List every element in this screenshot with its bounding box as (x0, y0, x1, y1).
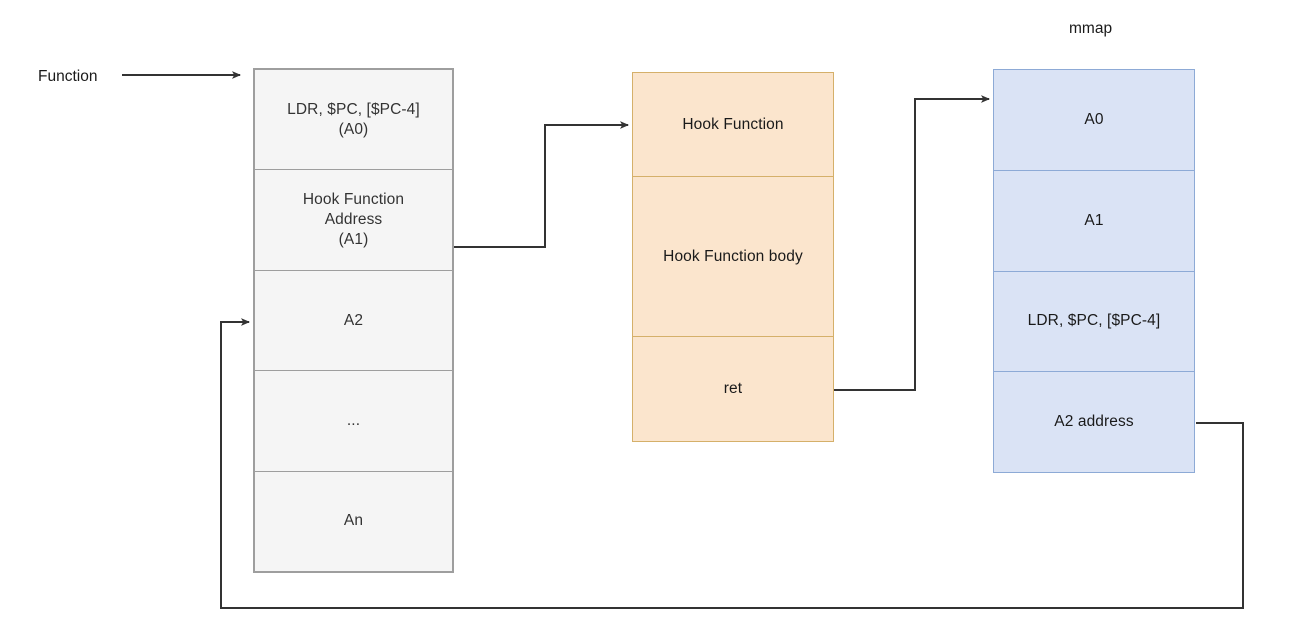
mmap-cell-ldr: LDR, $PC, [$PC-4] (994, 272, 1194, 373)
mmap-cell-a0: A0 (994, 70, 1194, 171)
mmap-column: A0 A1 LDR, $PC, [$PC-4] A2 address (993, 69, 1195, 473)
function-cell-ellipsis: ... (255, 371, 452, 472)
function-cell-a2: A2 (255, 271, 452, 372)
hook-cell-body: Hook Function body (633, 177, 833, 337)
function-column: LDR, $PC, [$PC-4] (A0) Hook Function Add… (253, 68, 454, 573)
function-cell-a1: Hook Function Address (A1) (255, 170, 452, 271)
function-cell-a0: LDR, $PC, [$PC-4] (A0) (255, 70, 452, 171)
function-cell-an: An (343, 512, 364, 530)
function-label: Function (38, 68, 98, 85)
mmap-cell-a1: A1 (994, 171, 1194, 272)
ret-arrow (834, 95, 990, 391)
hook-address-arrow (454, 121, 629, 248)
mmap-label: mmap (1069, 20, 1113, 37)
hook-function-column: Hook Function Hook Function body ret (632, 72, 834, 442)
mmap-cell-a2-address: A2 address (1054, 413, 1134, 431)
hook-cell-header: Hook Function (633, 73, 833, 177)
hook-cell-ret: ret (723, 380, 743, 398)
